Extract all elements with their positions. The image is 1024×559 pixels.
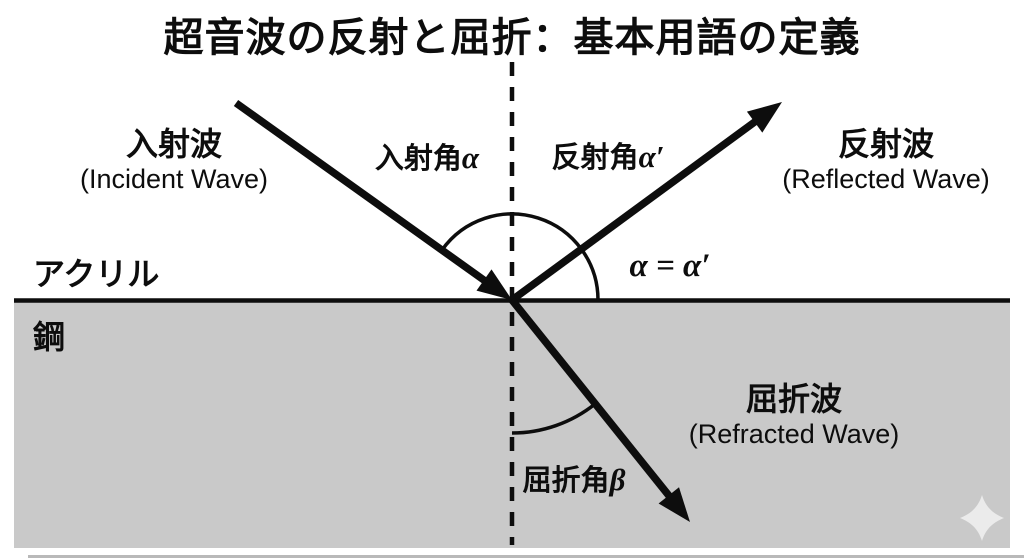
reflected-ray-arrowhead bbox=[746, 102, 782, 133]
reflected-wave-label: 反射波 (Reflected Wave) bbox=[782, 126, 990, 195]
reflected-angle-symbol: α′ bbox=[638, 139, 665, 174]
refracted-ray-arrowhead bbox=[658, 487, 690, 522]
incident-angle-label-jp: 入射角 bbox=[374, 143, 462, 175]
refracted-angle-symbol: β bbox=[609, 462, 626, 497]
reflected-angle-label-jp: 反射角 bbox=[551, 142, 639, 174]
incident-wave-label: 入射波 (Incident Wave) bbox=[80, 126, 268, 195]
reflected-wave-label-jp: 反射波 bbox=[837, 126, 934, 162]
alpha-angle-arc bbox=[440, 212, 600, 301]
reflected-angle-label: 反射角α′ bbox=[552, 134, 665, 176]
steel-medium-label: 鋼 bbox=[33, 319, 66, 355]
diagram-title: 超音波の反射と屈折：基本用語の定義 bbox=[163, 16, 861, 60]
incident-angle-label: 入射角α bbox=[375, 135, 479, 177]
refracted-wave-label-jp: 屈折波 bbox=[745, 381, 842, 417]
refracted-angle-label: 屈折角β bbox=[523, 457, 626, 499]
angle-equality-label: α = α′ bbox=[629, 248, 711, 284]
beta-angle-arc bbox=[511, 402, 597, 435]
acrylic-medium-label: アクリル bbox=[33, 256, 160, 292]
bottom-rule bbox=[28, 555, 1024, 558]
incident-angle-symbol: α bbox=[461, 140, 480, 175]
incident-wave-label-jp: 入射波 bbox=[125, 126, 223, 162]
refracted-ray-line bbox=[509, 297, 673, 500]
incident-ray-arrowhead bbox=[476, 269, 512, 300]
reflected-wave-label-en: (Reflected Wave) bbox=[782, 163, 990, 194]
refracted-angle-label-jp: 屈折角 bbox=[522, 465, 610, 497]
refracted-wave-label-en: (Refracted Wave) bbox=[688, 418, 900, 449]
sparkle-icon bbox=[960, 495, 1004, 541]
incident-wave-label-en: (Incident Wave) bbox=[79, 163, 269, 194]
reflected-ray-line bbox=[509, 117, 759, 304]
incident-ray-line bbox=[233, 99, 491, 287]
refracted-wave-label: 屈折波 (Refracted Wave) bbox=[689, 381, 900, 450]
